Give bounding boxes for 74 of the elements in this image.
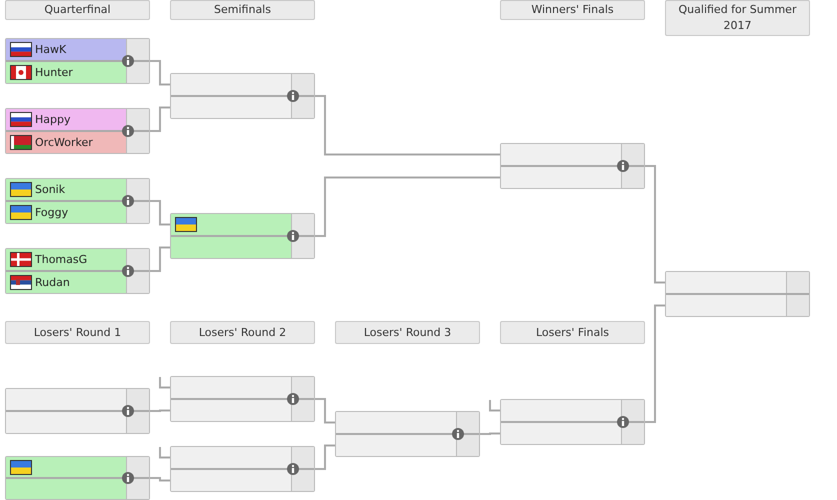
empty-slot bbox=[336, 412, 479, 433]
match-box bbox=[5, 38, 150, 84]
empty-slot bbox=[171, 398, 314, 421]
player-slot bbox=[6, 109, 149, 130]
player-name: Sonik bbox=[35, 183, 66, 196]
player-slot bbox=[6, 60, 149, 83]
empty-slot bbox=[171, 447, 314, 468]
player-slot bbox=[6, 249, 149, 270]
player-name: ThomasG bbox=[35, 253, 88, 266]
empty-slot bbox=[171, 74, 314, 95]
round-header: Losers' Round 2 bbox=[170, 321, 315, 344]
match-box bbox=[5, 108, 150, 154]
empty-slot bbox=[501, 400, 644, 421]
bracket-connector bbox=[150, 60, 170, 86]
player-slot bbox=[6, 39, 149, 60]
player-slot bbox=[6, 270, 149, 293]
bracket-connector bbox=[150, 106, 170, 132]
player-name: Foggy bbox=[35, 206, 68, 219]
bracket-connector bbox=[315, 444, 335, 470]
round-header: Winners' Finals bbox=[500, 0, 645, 20]
empty-slot bbox=[171, 377, 314, 398]
bracket-connector bbox=[150, 246, 170, 272]
match-box bbox=[170, 213, 315, 259]
empty-slot bbox=[171, 95, 314, 118]
empty-slot bbox=[6, 389, 149, 410]
empty-slot bbox=[171, 214, 314, 235]
empty-slot bbox=[501, 421, 644, 444]
round-header: Losers' Round 1 bbox=[5, 321, 150, 344]
empty-slot bbox=[336, 433, 479, 456]
empty-slot bbox=[501, 144, 644, 165]
player-slot bbox=[6, 200, 149, 223]
round-header: Quarterfinal bbox=[5, 0, 150, 20]
round-header: Qualified for Summer 2017 bbox=[665, 0, 810, 36]
bracket-connector bbox=[150, 410, 170, 412]
match-box bbox=[5, 388, 150, 434]
bracket-connector bbox=[150, 477, 170, 482]
match-box bbox=[170, 73, 315, 119]
player-name: OrcWorker bbox=[35, 136, 93, 149]
player-slot bbox=[6, 179, 149, 200]
match-box bbox=[665, 271, 810, 317]
player-name: HawK bbox=[35, 43, 66, 56]
match-box bbox=[5, 456, 150, 500]
match-box bbox=[170, 446, 315, 492]
bracket-connector bbox=[315, 95, 500, 156]
player-name: Hunter bbox=[35, 66, 73, 79]
bracket-connector bbox=[159, 377, 170, 388]
round-header: Losers' Round 3 bbox=[335, 321, 480, 344]
bracket-connector bbox=[159, 447, 170, 458]
match-box bbox=[335, 411, 480, 457]
player-slot bbox=[6, 130, 149, 153]
bracket-connector bbox=[480, 432, 500, 435]
player-name: Happy bbox=[35, 113, 70, 126]
empty-slot bbox=[666, 293, 809, 316]
match-box bbox=[170, 376, 315, 422]
empty-slot bbox=[171, 235, 314, 258]
match-box bbox=[500, 143, 645, 189]
empty-slot bbox=[171, 468, 314, 491]
bracket-connector bbox=[645, 165, 665, 284]
empty-slot bbox=[6, 410, 149, 433]
bracket-connector bbox=[150, 200, 170, 226]
bracket-connector bbox=[315, 398, 335, 424]
player-name: Rudan bbox=[35, 276, 70, 289]
empty-slot bbox=[6, 457, 149, 477]
round-header: Losers' Finals bbox=[500, 321, 645, 344]
match-box bbox=[500, 399, 645, 445]
bracket-connector bbox=[489, 400, 500, 412]
round-header: Semifinals bbox=[170, 0, 315, 20]
match-box bbox=[5, 248, 150, 294]
bracket-connector bbox=[315, 176, 500, 237]
empty-slot bbox=[6, 477, 149, 499]
empty-slot bbox=[501, 165, 644, 188]
match-box bbox=[5, 178, 150, 224]
empty-slot bbox=[666, 272, 809, 293]
bracket-connector bbox=[645, 304, 665, 423]
